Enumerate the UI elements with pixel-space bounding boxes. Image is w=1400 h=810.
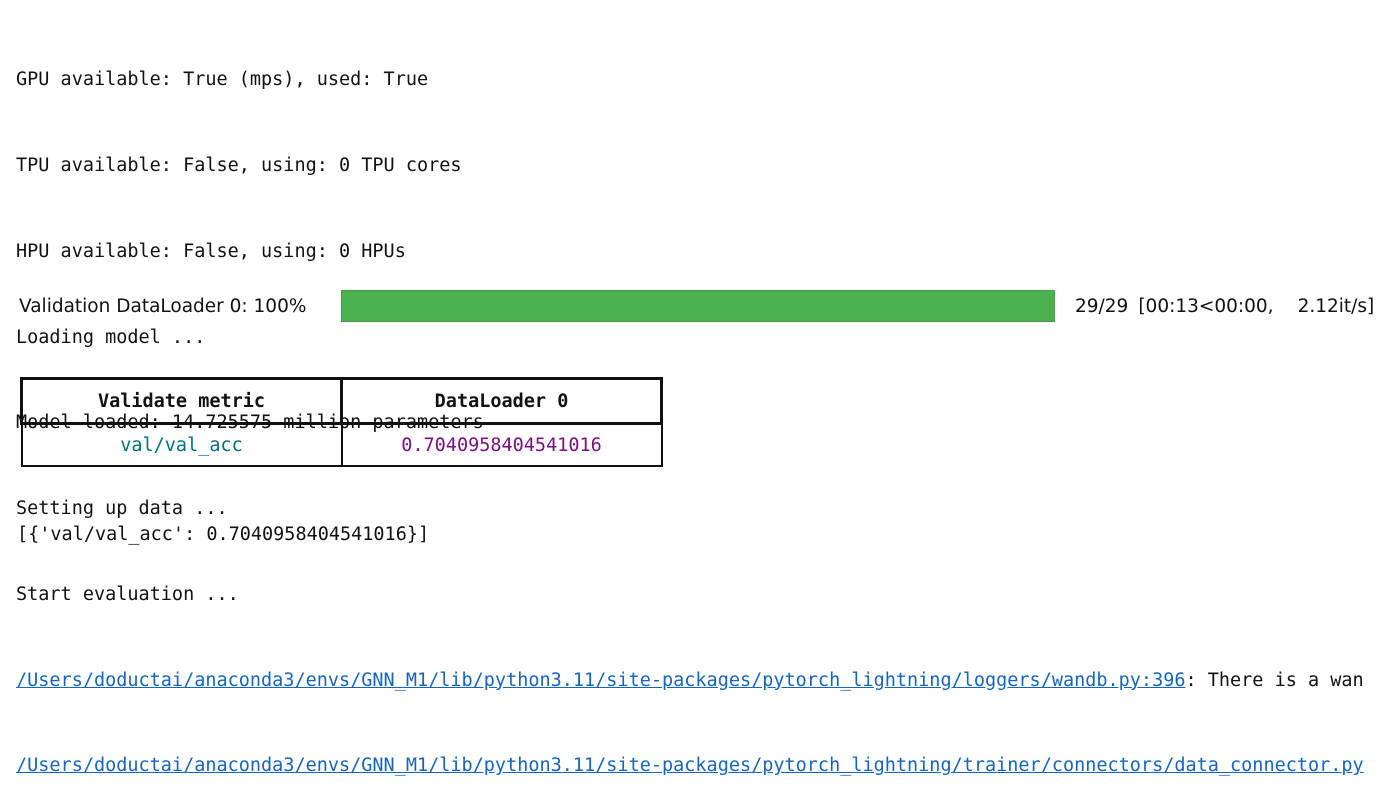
table-header-row: Validate metric DataLoader 0 [20, 377, 663, 425]
wandb-warning-path-link[interactable]: /Users/doductai/anaconda3/envs/GNN_M1/li… [16, 669, 1186, 691]
log-line-gpu: GPU available: True (mps), used: True [16, 69, 429, 91]
result-output: [{'val/val_acc': 0.7040958404541016}] [17, 524, 430, 545]
validation-progress: Validation DataLoader 0: 100% 29/29 [00:… [19, 290, 1400, 322]
metric-name-cell: val/val_acc [20, 422, 343, 467]
validation-metrics-table: Validate metric DataLoader 0 val/val_acc… [20, 377, 663, 467]
log-line-loading-model: Loading model ... [16, 326, 206, 348]
data-connector-warning-path-link[interactable]: /Users/doductai/anaconda3/envs/GNN_M1/li… [16, 755, 1364, 777]
progress-bar-fill [341, 290, 1055, 322]
metric-value-cell: 0.7040958404541016 [340, 422, 663, 467]
progress-count: 29/29 [1075, 295, 1129, 317]
progress-rate: 2.12it/s] [1297, 295, 1375, 317]
progress-label: Validation DataLoader 0: 100% [19, 295, 307, 317]
log-line-setting-up-data: Setting up data ... [16, 498, 228, 520]
log-line-hpu: HPU available: False, using: 0 HPUs [16, 240, 406, 262]
table-row: val/val_acc 0.7040958404541016 [20, 422, 663, 467]
progress-elapsed-time: [00:13<00:00, [1138, 295, 1274, 317]
progress-bar [341, 290, 1055, 322]
log-line-tpu: TPU available: False, using: 0 TPU cores [16, 154, 462, 176]
header-validate-metric: Validate metric [20, 377, 343, 425]
wandb-warning-text: : There is a wan [1185, 669, 1364, 691]
log-line-start-evaluation: Start evaluation ... [16, 583, 239, 605]
warning-line-wandb: /Users/doductai/anaconda3/envs/GNN_M1/li… [16, 667, 1400, 696]
header-dataloader-0: DataLoader 0 [340, 377, 663, 425]
warning-line-data-connector: /Users/doductai/anaconda3/envs/GNN_M1/li… [16, 752, 1400, 781]
